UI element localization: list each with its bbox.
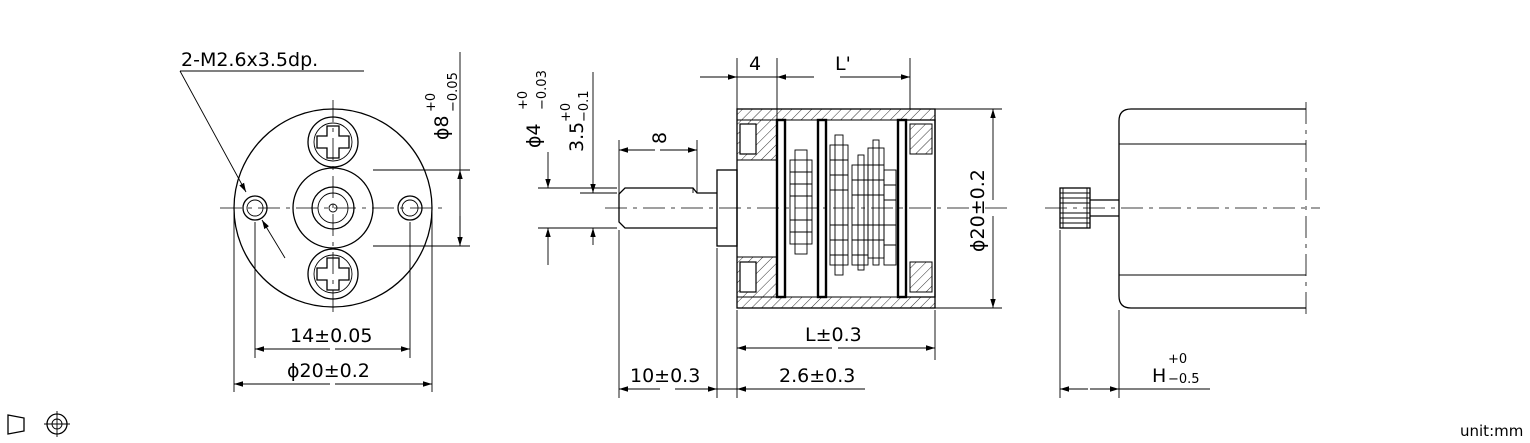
hole-callout-text: 2-M2.6x3.5dp. [181,49,318,71]
mounting-hole-left [242,195,268,221]
output-shaft [618,187,717,229]
boss-tol-lower: −0.05 [446,72,461,112]
motor-pinion [1059,187,1119,229]
motor-body [1118,108,1306,309]
screw-top [307,116,359,168]
shaft-tol-lower: −0.03 [535,70,550,110]
front-body-diameter-text: ϕ20±0.2 [287,360,370,382]
gear-plate-3 [896,118,908,299]
shaft-tol-upper: +0 [516,91,531,110]
hole-spacing-dimension: 14±0.05 [254,222,411,358]
unit-label: unit:mm [1460,422,1523,440]
flat-length-dimension: 8 [618,132,698,194]
gear-plate-2 [816,118,828,299]
boss-length-text: 4 [749,53,761,75]
shaft-length-text: 10±0.3 [630,365,700,387]
flat-tol-lower: −0.1 [577,90,592,122]
boss-tol-upper: +0 [424,93,439,112]
front-body-circle [233,108,433,308]
boss-offset-text: 2.6±0.3 [779,365,855,387]
motor-plate-upper [909,123,933,155]
gear-train [789,134,897,276]
flat-height-text: 3.5 [566,122,588,152]
front-shaft-inner [317,192,349,224]
boss-diameter-text: ϕ8 [431,115,453,140]
front-boss-outer [292,167,374,249]
first-angle-projection-icon [7,411,70,437]
screw-bottom [307,248,359,300]
screw-section-upper [739,123,757,155]
hole-spacing-text: 14±0.05 [290,325,372,347]
hole-callout: 2-M2.6x3.5dp. [179,49,364,259]
side-view: ϕ4 +0 −0.03 3.5 +0 −0.1 8 [516,53,1010,398]
top-dimensions: 4 L' [700,53,911,120]
gear-length-text: L' [835,53,851,75]
flat-height-dimension: 3.5 +0 −0.1 [559,72,617,245]
front-shaft-center [328,203,338,213]
flat-length-text: 8 [649,132,671,144]
motor-view: H +0 −0.5 [1045,102,1320,398]
h-dimension: H +0 −0.5 [1059,230,1210,398]
front-view: 2-M2.6x3.5dp. ϕ8 +0 −0.05 14±0.05 [179,49,470,392]
motor-plate-lower [909,261,933,293]
motor-plate [905,119,936,298]
side-body-diameter-text: ϕ20±0.2 [967,169,989,252]
front-shaft-outer [311,186,355,230]
shaft-diameter-dimension: ϕ4 +0 −0.03 [516,70,617,265]
h-dimension-text: H [1152,365,1166,387]
shaft-diameter-text: ϕ4 [523,123,545,148]
h-tol-upper: +0 [1168,352,1187,367]
side-body-diameter-dimension: ϕ20±0.2 [935,108,1002,309]
boss-diameter-dimension: ϕ8 +0 −0.05 [373,52,470,247]
flat-tol-upper: +0 [559,103,574,122]
housing-bottom-wall [736,296,936,309]
mounting-hole-right [397,195,423,221]
housing-top-wall [736,108,936,121]
gear-plate-1 [775,118,787,299]
gearbox-length-dimension: L±0.3 [736,310,936,398]
front-body-diameter-dimension: ϕ20±0.2 [233,212,433,392]
bottom-dimensions: 10±0.3 2.6±0.3 [618,230,865,398]
screw-section-lower [739,261,757,293]
h-tol-lower: −0.5 [1168,372,1200,387]
gearbox-length-text: L±0.3 [805,324,862,346]
